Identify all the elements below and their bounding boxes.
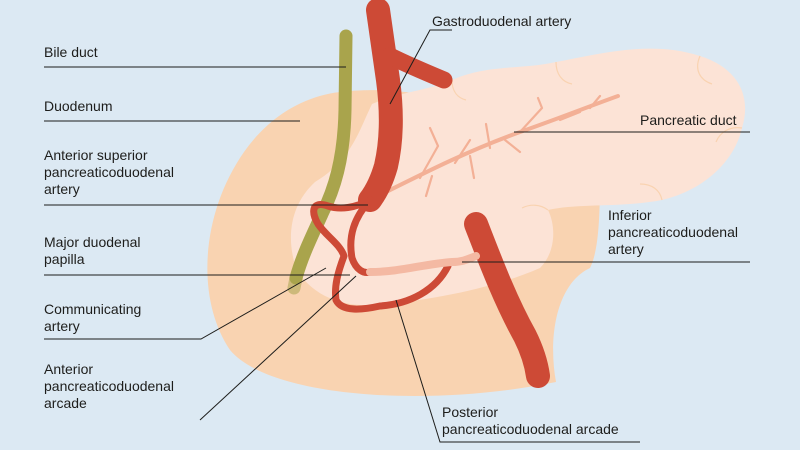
label-posterior-pancreaticoduodenal-arcade: Posterior pancreaticoduodenal arcade [442,404,619,437]
pancreas-lobulation [451,55,743,211]
communicating-vessel [366,252,480,276]
pancreas-shape [290,48,746,306]
label-anterior-superior-pancreaticoduodenal-artery: Anterior superior pancreaticoduodenal ar… [44,147,174,197]
label-pancreatic-duct: Pancreatic duct [640,112,737,128]
label-gastroduodenal-artery: Gastroduodenal artery [432,13,572,29]
label-communicating-artery: Communicating artery [44,301,142,334]
artery-network [310,0,550,388]
label-anterior-pancreaticoduodenal-arcade: Anterior pancreaticoduodenal arcade [44,361,174,411]
label-bile-duct: Bile duct [44,44,98,60]
label-inferior-pancreaticoduodenal-artery: Inferior pancreaticoduodenal artery [608,207,738,257]
label-major-duodenal-papilla: Major duodenal papilla [44,234,141,267]
leader-lines [44,29,750,443]
label-duodenum: Duodenum [44,98,113,114]
